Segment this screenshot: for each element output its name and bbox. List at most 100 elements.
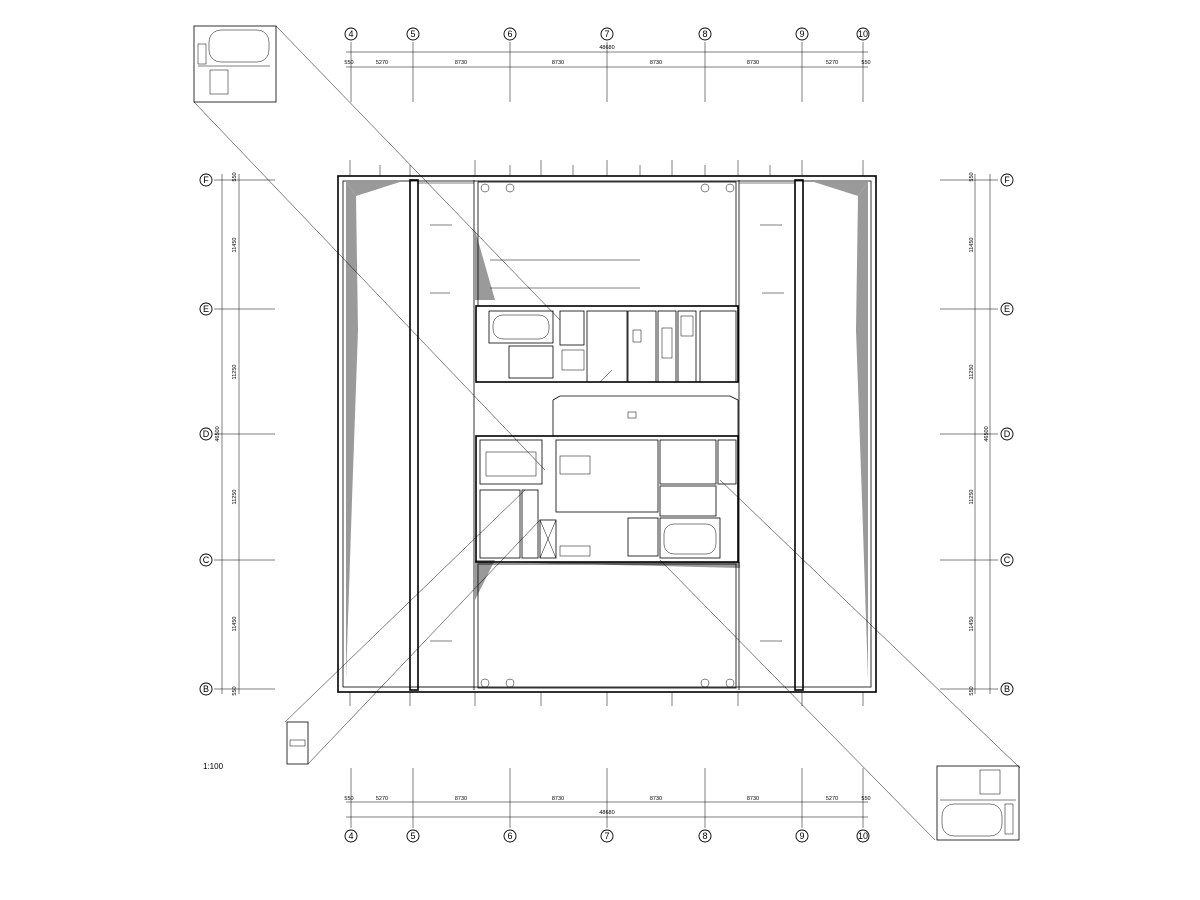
grid-bubble-left-4: C — [199, 553, 213, 567]
left-dim-3: 11250 — [232, 365, 238, 380]
grid-bubble-top-6: 9 — [795, 27, 809, 41]
grid-bubble-left-3: D — [199, 427, 213, 441]
bottom-dim-1: 550 — [344, 796, 353, 802]
grid-bubble-bottom-4: 7 — [600, 829, 614, 843]
top-dim-1: 550 — [344, 60, 353, 66]
right-dim-4: 11250 — [969, 490, 975, 505]
bottom-total-dim: 48680 — [599, 810, 614, 816]
legend-box — [286, 721, 309, 765]
svg-text:5: 5 — [410, 29, 415, 39]
grid-bubbles-right: F E D C B — [1000, 173, 1014, 696]
grid-bubble-right-1: F — [1000, 173, 1014, 187]
bottom-dim-6: 8730 — [747, 796, 759, 802]
grid-bubble-right-5: B — [1000, 682, 1014, 696]
right-dim-3: 11250 — [969, 365, 975, 380]
left-dim-6: 550 — [232, 686, 238, 695]
grid-bubble-top-4: 7 — [600, 27, 614, 41]
grid-bubble-left-2: E — [199, 302, 213, 316]
side-corridors — [409, 179, 804, 691]
right-dim-2: 11450 — [969, 238, 975, 253]
grid-bubble-left-5: B — [199, 682, 213, 696]
bottom-dim-8: 550 — [861, 796, 870, 802]
bottom-dim-4: 8730 — [552, 796, 564, 802]
svg-text:8: 8 — [702, 29, 707, 39]
detail-leader-lines — [193, 25, 1021, 841]
top-total-dim: 48680 — [599, 45, 614, 51]
grid-bubble-top-1: 4 — [344, 27, 358, 41]
left-dim-1: 550 — [232, 172, 238, 181]
svg-text:D: D — [203, 429, 210, 439]
grid-bubble-bottom-2: 5 — [406, 829, 420, 843]
left-dimension-chain: 46500 550 11450 11250 11250 11450 550 — [215, 172, 240, 696]
upper-rooms — [475, 305, 739, 383]
annotation-marks — [430, 224, 784, 642]
top-dim-6: 8730 — [747, 60, 759, 66]
svg-text:F: F — [1004, 175, 1010, 185]
scale-label: 1:100 — [203, 762, 224, 771]
right-total-dim: 46500 — [984, 426, 990, 441]
svg-text:5: 5 — [410, 831, 415, 841]
horizontal-grid-lines — [214, 179, 998, 690]
svg-text:E: E — [203, 304, 209, 314]
building-outline — [337, 160, 877, 706]
grid-bubble-top-7: 10 — [856, 27, 870, 41]
grid-bubble-right-3: D — [1000, 427, 1014, 441]
svg-text:7: 7 — [604, 29, 609, 39]
grid-bubble-bottom-5: 8 — [698, 829, 712, 843]
svg-text:10: 10 — [858, 29, 868, 39]
right-dim-1: 550 — [969, 172, 975, 181]
svg-text:F: F — [203, 175, 209, 185]
svg-text:4: 4 — [348, 29, 353, 39]
right-dim-5: 11450 — [969, 617, 975, 632]
left-dim-5: 11450 — [232, 617, 238, 632]
bottom-dim-5: 8730 — [650, 796, 662, 802]
bottom-dim-2: 5270 — [376, 796, 388, 802]
grid-bubble-bottom-7: 10 — [856, 829, 870, 843]
svg-text:D: D — [1004, 429, 1011, 439]
bottom-dim-3: 8730 — [455, 796, 467, 802]
grid-bubble-top-5: 8 — [698, 27, 712, 41]
top-dimension-chain: 48680 550 5270 8730 8730 8730 8730 5270 … — [344, 45, 871, 68]
grid-bubble-bottom-1: 4 — [344, 829, 358, 843]
grid-bubble-left-1: F — [199, 173, 213, 187]
bottom-dim-7: 5270 — [826, 796, 838, 802]
bottom-dimension-chain: 550 5270 8730 8730 8730 8730 5270 550 48… — [344, 796, 871, 818]
vertical-grid-lines — [350, 42, 864, 828]
facade-shading — [346, 182, 868, 680]
svg-text:8: 8 — [702, 831, 707, 841]
central-hall — [552, 395, 739, 437]
detail-inset-bottom-right — [936, 765, 1020, 841]
top-dim-4: 8730 — [552, 60, 564, 66]
grid-bubbles-top: 4 5 6 7 8 9 10 — [344, 27, 870, 41]
lower-rooms — [475, 435, 739, 563]
svg-text:4: 4 — [348, 831, 353, 841]
top-dim-7: 5270 — [826, 60, 838, 66]
svg-text:6: 6 — [507, 831, 512, 841]
grid-bubble-right-4: C — [1000, 553, 1014, 567]
grid-bubble-top-3: 6 — [503, 27, 517, 41]
left-dim-4: 11250 — [232, 490, 238, 505]
svg-text:E: E — [1004, 304, 1010, 314]
grid-bubble-right-2: E — [1000, 302, 1014, 316]
svg-text:6: 6 — [507, 29, 512, 39]
svg-text:C: C — [203, 555, 210, 565]
grid-bubbles-left: F E D C B — [199, 173, 213, 696]
top-dim-5: 8730 — [650, 60, 662, 66]
right-dimension-chain: 550 11450 11250 11250 11450 550 46500 — [969, 172, 991, 696]
svg-text:7: 7 — [604, 831, 609, 841]
svg-text:9: 9 — [799, 831, 804, 841]
detail-inset-top-left — [193, 25, 277, 103]
svg-text:C: C — [1004, 555, 1011, 565]
top-dim-3: 8730 — [455, 60, 467, 66]
grid-bubble-bottom-6: 9 — [795, 829, 809, 843]
svg-text:B: B — [203, 684, 209, 694]
top-dim-2: 5270 — [376, 60, 388, 66]
grid-bubble-bottom-3: 6 — [503, 829, 517, 843]
left-total-dim: 46500 — [215, 426, 221, 441]
top-dim-8: 550 — [861, 60, 870, 66]
left-dim-2: 11450 — [232, 238, 238, 253]
svg-text:B: B — [1004, 684, 1010, 694]
core-zones — [477, 181, 737, 689]
svg-text:10: 10 — [858, 831, 868, 841]
